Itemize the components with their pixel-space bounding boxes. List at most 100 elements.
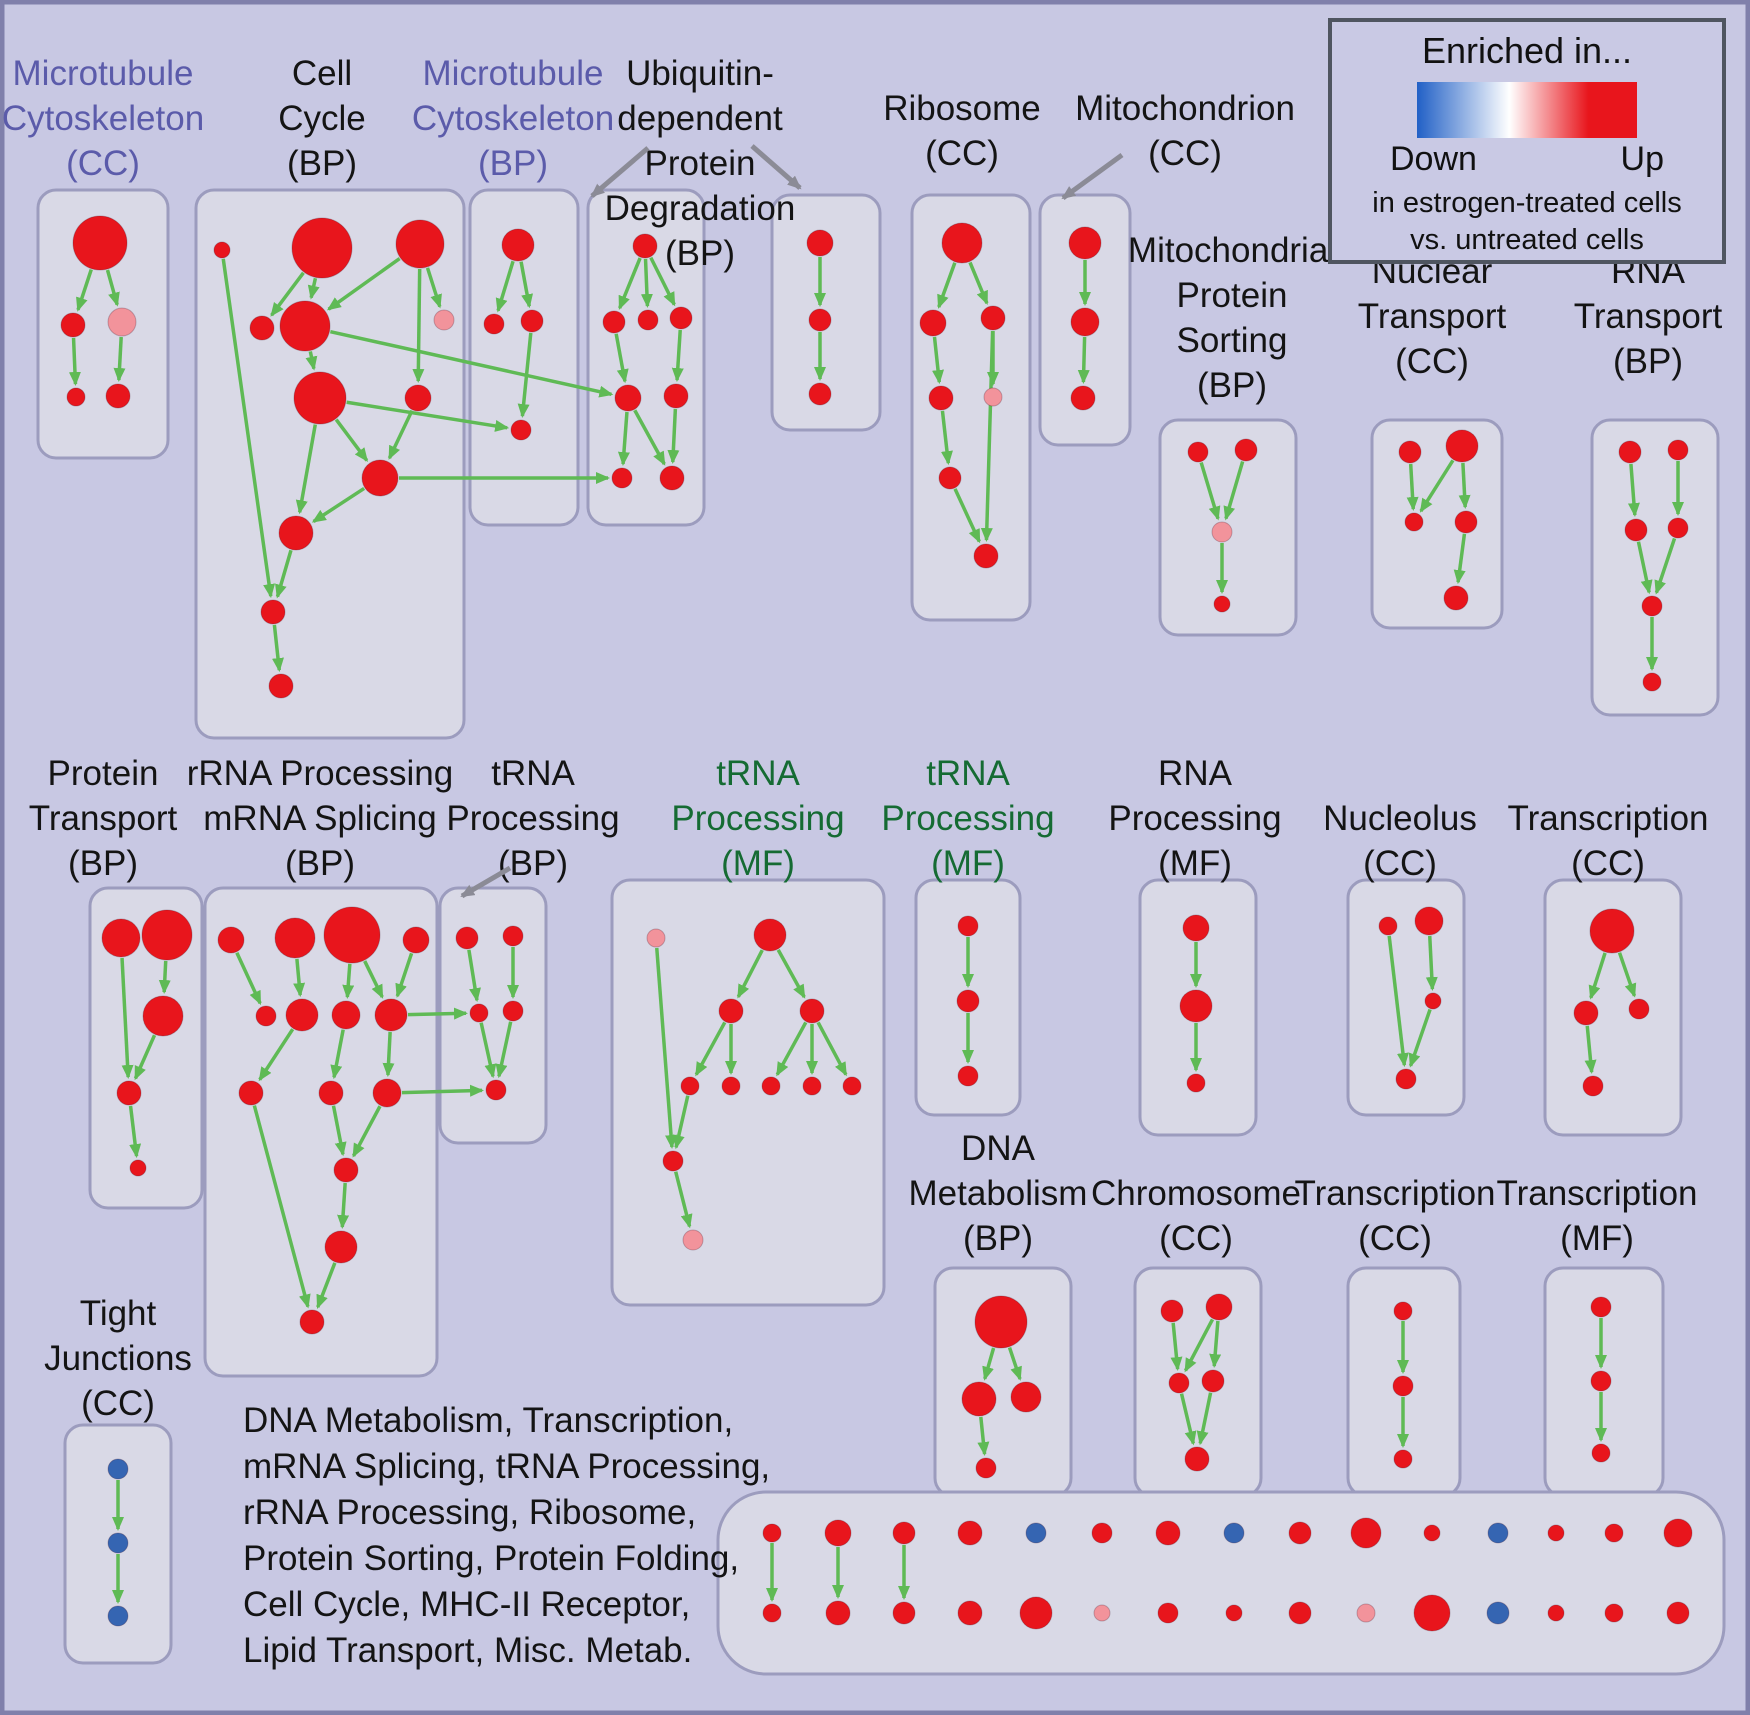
go-edge: [252, 1105, 311, 1309]
go-edge: [158, 960, 171, 995]
go-node-rna-transport-0: [1618, 440, 1642, 464]
go-edge: [412, 268, 425, 384]
go-edge: [326, 257, 401, 311]
go-edge: [275, 549, 293, 599]
go-node-transcription-cc-1-1: [1573, 1000, 1599, 1026]
go-node-cell-cycle-11: [268, 673, 294, 699]
go-edge: [667, 408, 680, 465]
go-node-transcription-mf-2: [1591, 1443, 1611, 1463]
go-node-trna-mf-1-1: [753, 918, 787, 952]
go-node-rrna-4: [255, 1005, 277, 1027]
go-node-misc-16: [825, 1600, 851, 1626]
go-node-chromosome-4: [1184, 1446, 1210, 1472]
go-node-trna-bp-2: [469, 1003, 489, 1023]
cluster-label-ribosome: Ribosome(CC): [883, 89, 1041, 173]
go-edge: [305, 351, 318, 371]
cluster-label-chromosome: Chromosome(CC): [1091, 1174, 1301, 1258]
go-edge: [1636, 541, 1653, 595]
go-node-transcription-cc-1-2: [1628, 998, 1650, 1020]
cluster-box-transcription-cc-1: [1543, 878, 1683, 1137]
go-node-nuclear-transport-4: [1443, 585, 1469, 611]
go-node-transcription-cc-1-0: [1589, 908, 1635, 954]
go-node-tight-junctions-2: [107, 1605, 129, 1627]
go-edge: [1199, 462, 1221, 521]
go-node-rrna-0: [217, 926, 245, 954]
go-node-nuclear-transport-0: [1398, 440, 1422, 464]
go-edge: [293, 958, 306, 998]
go-edge: [133, 1034, 157, 1081]
go-edge: [401, 1084, 485, 1097]
go-node-trna-mf-2-1: [956, 989, 980, 1013]
go-edge: [221, 258, 276, 599]
legend-caption-line2: vs. untreated cells: [1410, 224, 1644, 256]
go-edge: [672, 1095, 690, 1150]
legend-up-label: Up: [1620, 140, 1664, 178]
legend-box: Enriched in... Down Up in estrogen-treat…: [1328, 18, 1726, 264]
note-line: mRNA Splicing, tRNA Processing,: [243, 1447, 771, 1486]
go-node-mitochondrion-0: [1068, 226, 1102, 260]
go-node-misc-15: [762, 1603, 782, 1623]
go-node-rna-transport-1: [1667, 439, 1689, 461]
go-node-nucleolus-2: [1424, 992, 1442, 1010]
note-line: DNA Metabolism, Transcription,: [243, 1401, 734, 1440]
go-edge: [495, 260, 515, 313]
go-edge: [977, 1416, 990, 1457]
cluster-label-mitochondrion: Mitochondrion(CC): [1075, 89, 1295, 173]
cluster-box-nuclear-transport: [1370, 418, 1504, 630]
go-node-ubiquitin-1-6: [611, 467, 633, 489]
go-edge: [479, 1022, 497, 1079]
go-edge: [1425, 935, 1438, 992]
go-node-mitochondrion-1: [1070, 307, 1100, 337]
go-node-trna-mf-1-3: [799, 998, 825, 1024]
go-node-rrna-6: [331, 1000, 361, 1030]
go-edge: [311, 486, 366, 523]
go-node-misc-26: [1486, 1601, 1510, 1625]
go-edge: [1170, 1322, 1183, 1372]
go-edge: [1196, 1392, 1213, 1446]
go-edge: [68, 337, 81, 387]
go-edge: [655, 947, 678, 1150]
go-node-nuclear-transport-1: [1445, 429, 1479, 463]
legend-down-label: Down: [1390, 140, 1477, 178]
go-edge: [1406, 463, 1419, 512]
go-node-cell-cycle-7: [404, 384, 432, 412]
go-node-transcription-cc-1-3: [1582, 1075, 1604, 1097]
go-node-misc-17: [892, 1601, 916, 1625]
go-edge: [329, 329, 614, 398]
go-node-ribosome-3: [928, 385, 954, 411]
go-node-misc-28: [1604, 1603, 1624, 1623]
go-node-misc-9: [1350, 1517, 1382, 1549]
cluster-label-transcription-cc-1: Transcription(CC): [1508, 799, 1709, 883]
label-pointer-arrow: [590, 146, 650, 198]
go-edge: [307, 277, 320, 300]
go-edge: [982, 1347, 996, 1381]
go-node-rna-transport-5: [1642, 672, 1662, 692]
go-edge: [617, 411, 630, 467]
go-edge: [932, 336, 944, 385]
go-edge: [1183, 1318, 1215, 1373]
go-node-rrna-8: [238, 1080, 264, 1106]
go-edge: [76, 269, 93, 312]
go-edge: [270, 271, 305, 317]
go-edge: [387, 409, 414, 460]
go-node-misc-0: [762, 1523, 782, 1543]
go-node-misc-2: [892, 1521, 916, 1545]
go-edge: [633, 409, 666, 466]
go-node-nucleolus-1: [1414, 906, 1444, 936]
go-node-ribosome-0: [941, 222, 983, 264]
legend-title: Enriched in...: [1421, 30, 1633, 71]
go-node-microtubule-bp-0: [501, 228, 535, 262]
go-edge: [235, 951, 262, 1006]
go-edge: [258, 1028, 295, 1082]
go-edge: [694, 1021, 727, 1077]
go-node-cell-cycle-8: [361, 459, 399, 497]
go-node-misc-12: [1547, 1524, 1565, 1542]
go-node-rrna-1: [274, 917, 316, 959]
